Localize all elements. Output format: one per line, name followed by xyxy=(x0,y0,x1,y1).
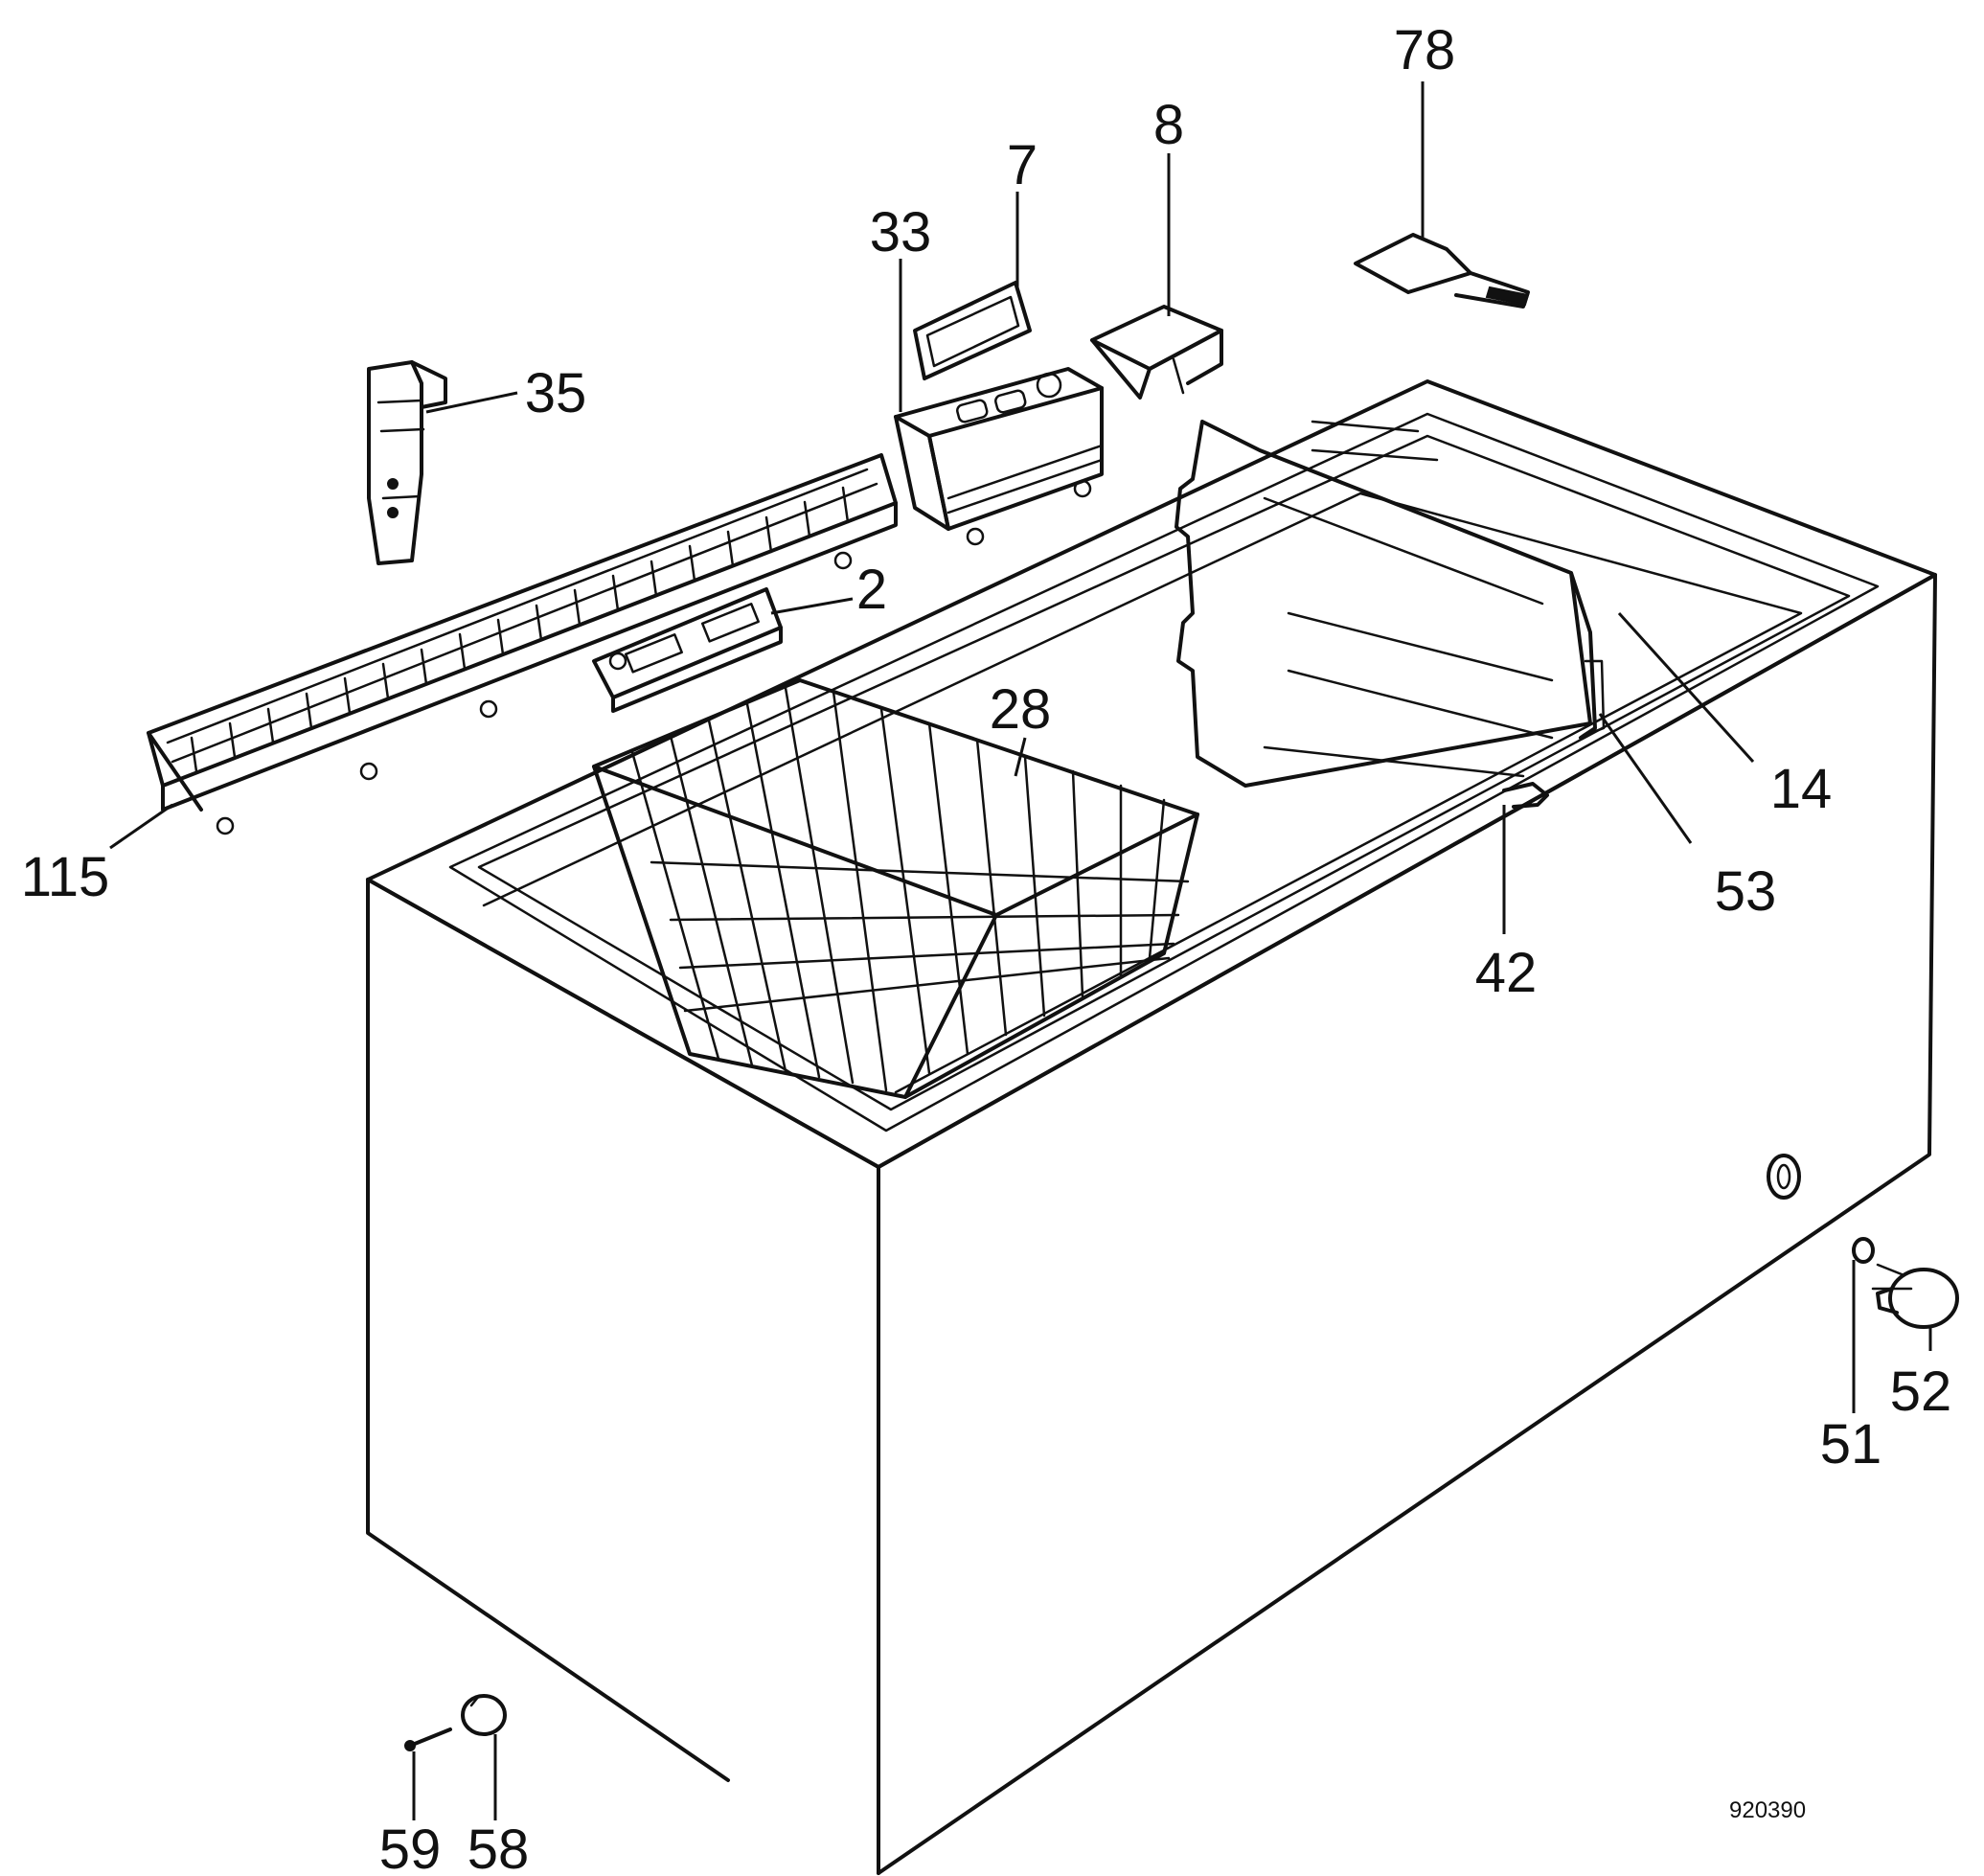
lock-hole xyxy=(1767,1154,1801,1200)
part-115-hinge-strip xyxy=(147,453,898,835)
callout-labels: 78 8 7 33 35 2 28 14 53 115 42 52 51 59 … xyxy=(21,19,1951,1876)
callout-53: 53 xyxy=(1715,860,1777,923)
callout-35: 35 xyxy=(525,362,587,424)
callout-59: 59 xyxy=(379,1819,442,1876)
callout-58: 58 xyxy=(467,1819,530,1876)
callout-115: 115 xyxy=(21,846,109,908)
part-28-wire-basket xyxy=(592,678,1199,1099)
callout-78: 78 xyxy=(1394,19,1456,81)
part-14-divider-panel xyxy=(1174,420,1592,788)
part-8-lamp-cover xyxy=(1090,305,1223,400)
part-35-hinge xyxy=(367,360,447,565)
callout-33: 33 xyxy=(870,201,932,263)
callout-52: 52 xyxy=(1890,1361,1952,1423)
part-2-bracket xyxy=(592,587,783,713)
callout-2: 2 xyxy=(856,559,887,621)
part-51-screw xyxy=(1852,1237,1913,1291)
part-42-clip xyxy=(1502,782,1549,809)
part-58-plug xyxy=(461,1694,507,1736)
part-52-knob xyxy=(1876,1263,1959,1329)
part-33-control-housing xyxy=(894,367,1104,546)
callout-28: 28 xyxy=(990,678,1052,741)
part-59-screw xyxy=(404,1727,452,1751)
hinge-strip-grille xyxy=(190,486,850,773)
callout-42: 42 xyxy=(1475,942,1538,1004)
drawing-number: 920390 xyxy=(1729,1797,1806,1823)
freezer-cabinet xyxy=(366,379,1937,1875)
callout-14: 14 xyxy=(1770,758,1833,820)
part-78-key xyxy=(1354,233,1530,309)
part-53-divider-guide xyxy=(1569,571,1606,740)
leader-lines xyxy=(109,81,1932,1820)
callout-7: 7 xyxy=(1007,134,1038,196)
wire-basket-grid xyxy=(630,686,1190,1092)
callout-8: 8 xyxy=(1153,94,1184,156)
part-7-cover-plate xyxy=(913,281,1032,380)
callout-51: 51 xyxy=(1820,1413,1882,1476)
